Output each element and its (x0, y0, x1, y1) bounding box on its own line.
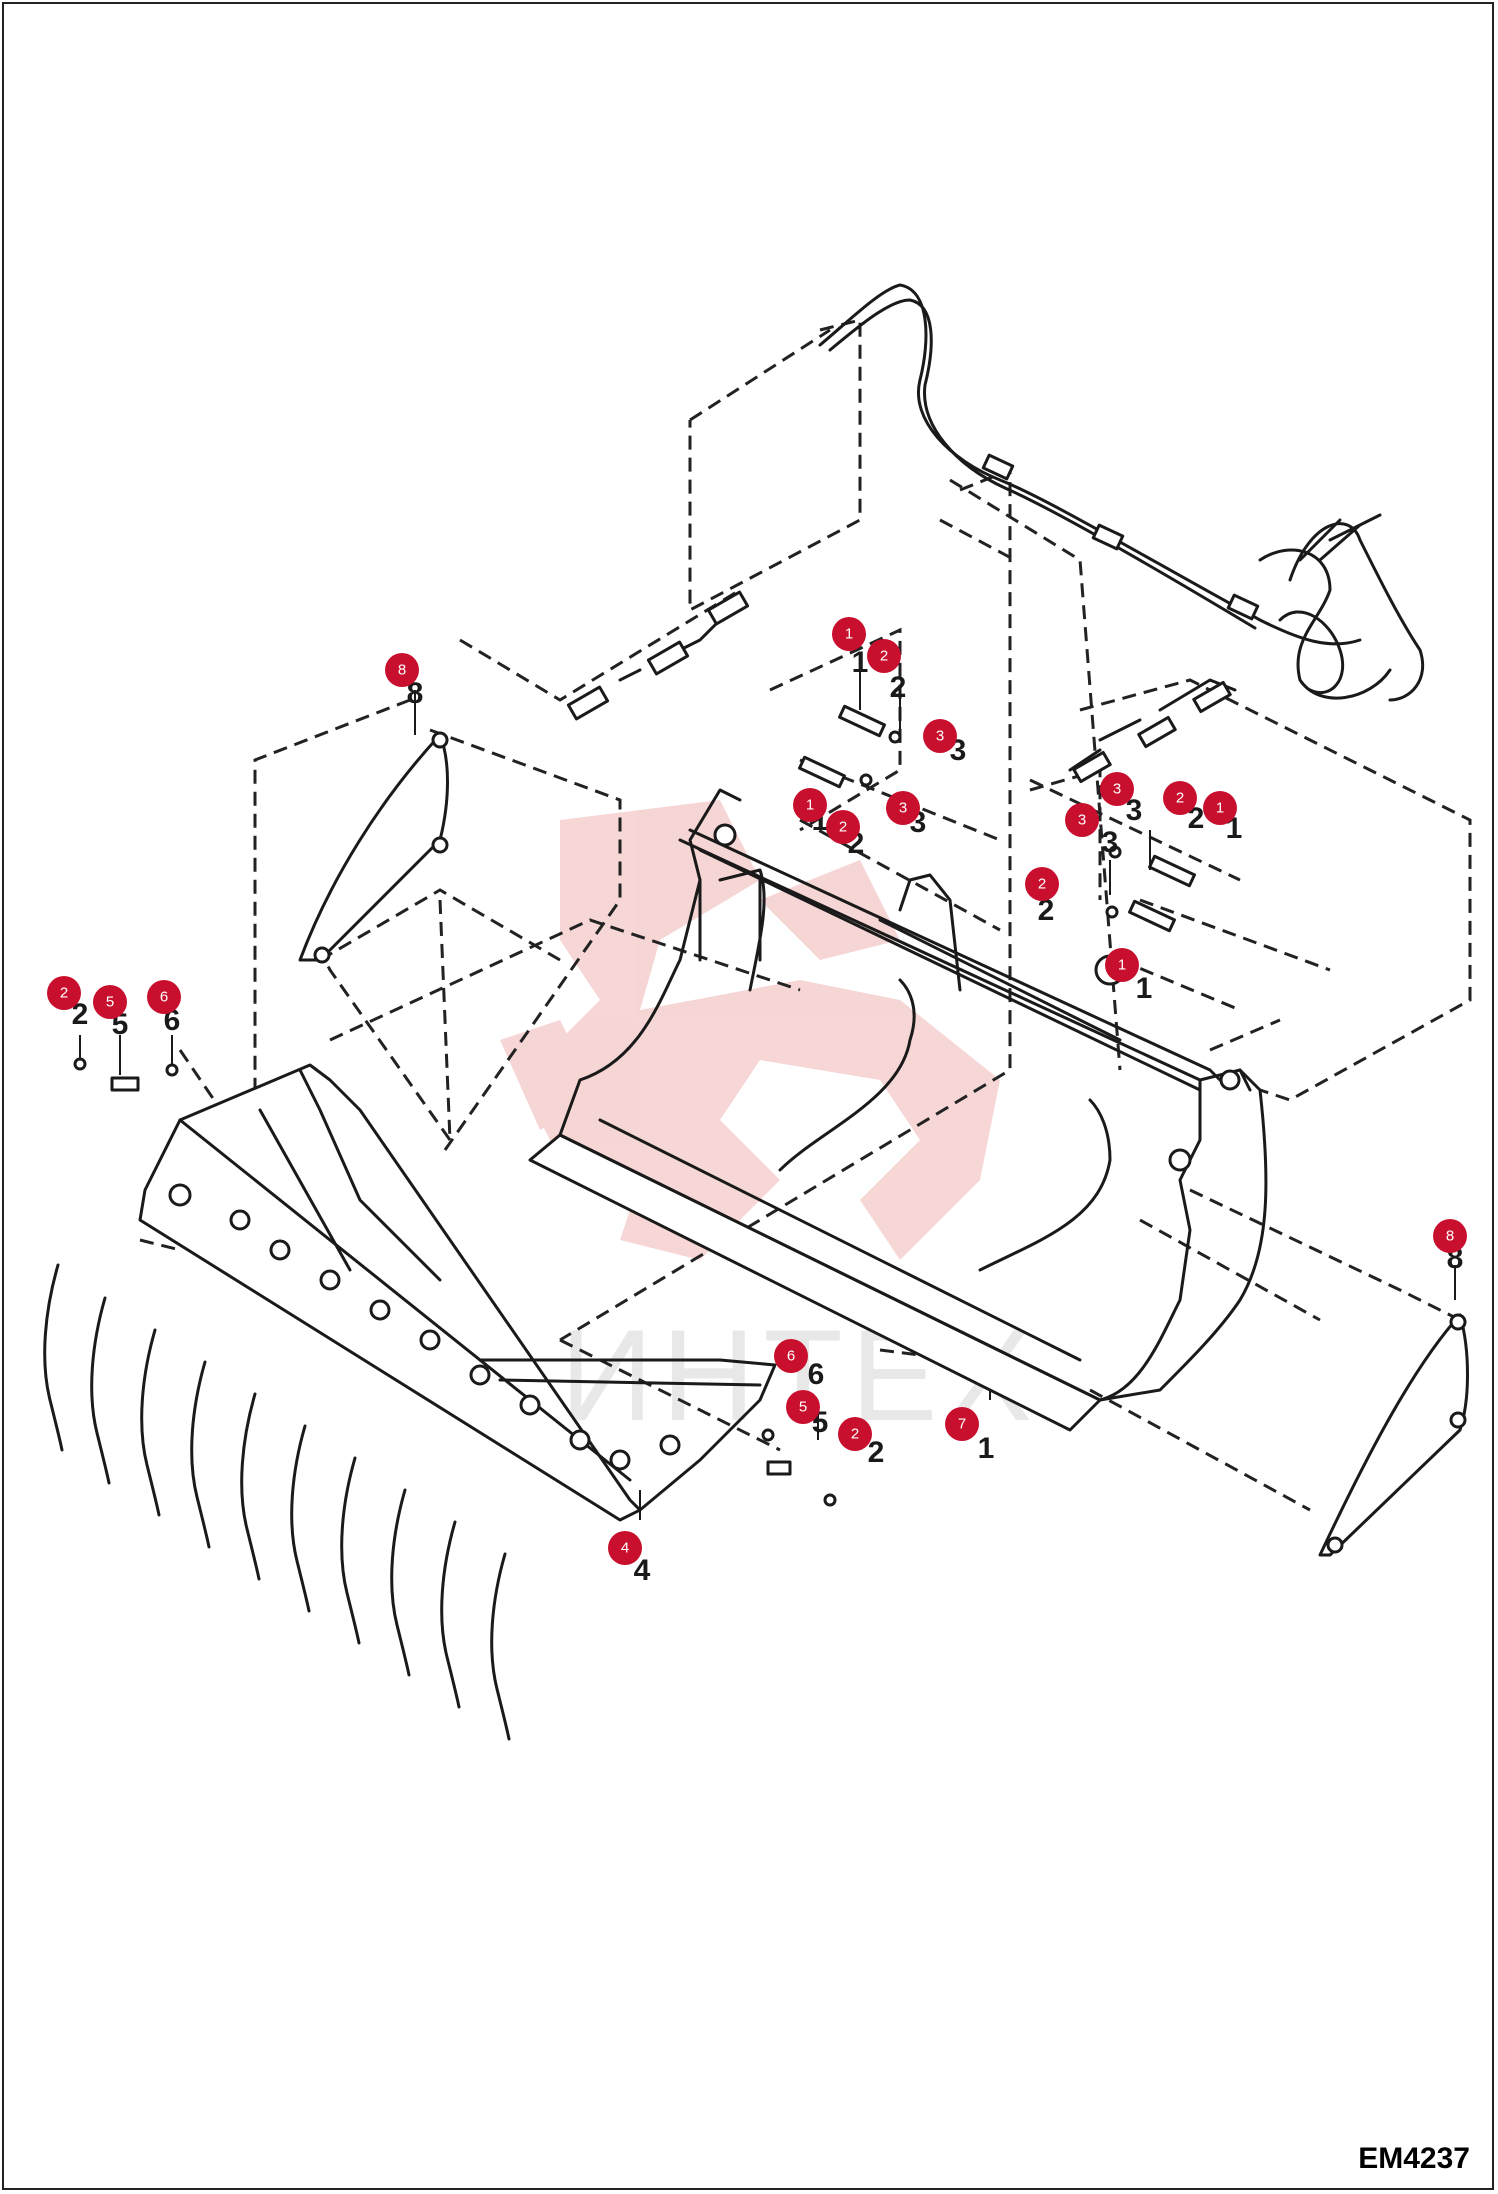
callout-number: 2 (60, 985, 68, 1002)
callout-number: 2 (851, 1426, 859, 1443)
callout-number: 5 (106, 994, 114, 1011)
part-number-label: 2 (72, 998, 89, 1031)
callout-marker: 2 (47, 976, 81, 1010)
callout-circle (1163, 781, 1197, 815)
callout-number: 4 (621, 1540, 629, 1557)
callout-circle (1203, 791, 1237, 825)
callout-number: 3 (1113, 781, 1121, 798)
callout-circle (838, 1417, 872, 1451)
callout-circle (93, 985, 127, 1019)
callout-number: 1 (1216, 800, 1224, 817)
side-plate-left (298, 731, 449, 964)
callout-number: 2 (880, 648, 888, 665)
callout-marker: 4 (608, 1531, 642, 1565)
part-number-label: 6 (808, 1358, 825, 1391)
grapple-tines (43, 1263, 511, 1741)
callout-number: 1 (845, 626, 853, 643)
callout-marker: 1 (1203, 791, 1237, 825)
callout-marker: 3 (1100, 772, 1134, 806)
callout-circle (47, 976, 81, 1010)
callout-circle (793, 788, 827, 822)
callout-circle (1105, 948, 1139, 982)
callout-number: 6 (787, 1348, 795, 1365)
callout-circle (945, 1407, 979, 1441)
callout-circle (1025, 867, 1059, 901)
callout-marker: 2 (826, 810, 860, 844)
callout-marker: 2 (1163, 781, 1197, 815)
callout-circle (832, 617, 866, 651)
callout-number: 3 (1078, 812, 1086, 829)
callout-circle (826, 810, 860, 844)
callout-marker: 1 (832, 617, 866, 651)
callout-marker: 3 (1065, 803, 1099, 837)
part-number-label: 2 (868, 1436, 885, 1469)
callout-number: 1 (1118, 957, 1126, 974)
callout-marker: 7 (945, 1407, 979, 1441)
callout-marker: 2 (838, 1417, 872, 1451)
part-number-label: 3 (1102, 826, 1119, 859)
callout-circle (147, 980, 181, 1014)
callout-circle (608, 1531, 642, 1565)
callout-circle (886, 791, 920, 825)
callout-number: 3 (899, 800, 907, 817)
watermark: ИНТЕХ (500, 800, 1032, 1448)
callout-circle (774, 1339, 808, 1373)
hardware-pins (73, 665, 1456, 1520)
callout-circle (786, 1390, 820, 1424)
part-number-label: 1 (978, 1432, 995, 1465)
callout-number: 8 (398, 662, 406, 679)
callout-marker: 2 (867, 639, 901, 673)
callout-number: 1 (806, 797, 814, 814)
callout-number: 2 (839, 819, 847, 836)
callout-circle (1065, 803, 1099, 837)
callout-marker: 8 (1433, 1219, 1467, 1253)
callout-circle (385, 653, 419, 687)
callout-marker: 5 (93, 985, 127, 1019)
callout-marker: 5 (786, 1390, 820, 1424)
part-number-label: 2 (1038, 894, 1055, 927)
callout-marker: 3 (923, 719, 957, 753)
bucket (528, 788, 1268, 1432)
part-number-label: 2 (890, 671, 907, 704)
callout-marker: 3 (886, 791, 920, 825)
diagram-code: EM4237 (1358, 2142, 1470, 2175)
grapple-frame (138, 1063, 777, 1522)
callout-number: 7 (958, 1416, 966, 1433)
part-number-label: 1 (1136, 972, 1153, 1005)
callout-number: 3 (936, 728, 944, 745)
side-plate-right (1318, 1313, 1469, 1557)
callout-number: 2 (1176, 790, 1184, 807)
callout-circle (867, 639, 901, 673)
part-number-label: 3 (1126, 794, 1143, 827)
callout-circle (1100, 772, 1134, 806)
callout-marker: 2 (1025, 867, 1059, 901)
assembly-lines (139, 318, 1472, 1512)
watermark-logo (500, 800, 1000, 1260)
callout-marker: 6 (774, 1339, 808, 1373)
callout-circle (1433, 1219, 1467, 1253)
part-number-label: 8 (407, 677, 424, 710)
callout-marker: 1 (1105, 948, 1139, 982)
hydraulic-hoses (566, 283, 1425, 784)
part-number-label: 1 (852, 646, 869, 679)
callout-circle (923, 719, 957, 753)
callout-number: 5 (799, 1399, 807, 1416)
part-number-label: 2 (1188, 802, 1205, 835)
callout-number: 2 (1038, 876, 1046, 893)
callout-number: 8 (1446, 1228, 1454, 1245)
callout-number: 6 (160, 989, 168, 1006)
callout-marker: 1 (793, 788, 827, 822)
callout-marker: 6 (147, 980, 181, 1014)
part-number-label: 4 (634, 1554, 651, 1587)
callout-marker: 8 (385, 653, 419, 687)
